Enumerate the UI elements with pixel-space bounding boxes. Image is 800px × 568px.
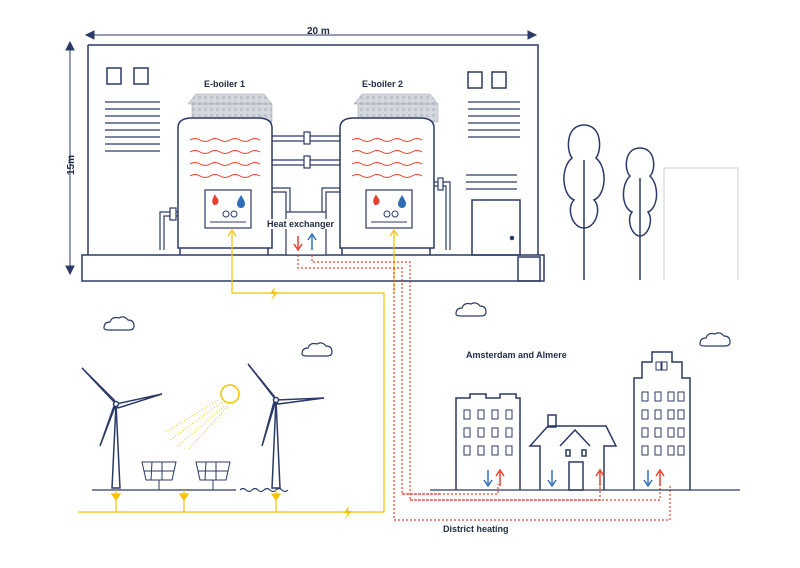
cloud-icon	[301, 342, 333, 357]
e-boiler-1	[177, 93, 273, 255]
connecting-pipes	[159, 131, 451, 250]
gauge-icon	[222, 210, 230, 218]
power-feed-arrows	[110, 490, 282, 512]
power-lines	[78, 228, 399, 513]
city-building-left	[455, 393, 521, 490]
sun-icon	[165, 384, 240, 451]
heat-exchanger-label: Heat exchanger	[266, 219, 336, 229]
tree-icon	[563, 124, 605, 280]
width-dimension-label: 20 m	[307, 26, 330, 37]
background-building	[663, 167, 739, 280]
height-dimension	[65, 40, 75, 276]
water-drop-icon	[237, 195, 245, 208]
tree-icon	[622, 147, 658, 280]
lightning-icon	[270, 287, 278, 300]
e-boiler-2	[339, 93, 439, 255]
boiler-1-label: E-boiler 1	[204, 79, 246, 89]
width-dimension	[84, 30, 538, 40]
ground-line	[92, 487, 740, 493]
gauge-icon	[230, 210, 238, 218]
solar-panel-icon	[195, 461, 231, 490]
gauge-icon	[391, 210, 399, 218]
cloud-icon	[699, 332, 731, 347]
wind-turbine-icon	[81, 367, 163, 489]
gauge-icon	[383, 210, 391, 218]
wind-turbine-icon	[247, 363, 325, 489]
water-drop-icon	[398, 195, 406, 208]
district-heating-lines	[297, 255, 671, 521]
lightning-icon	[344, 506, 352, 519]
flame-icon	[212, 194, 219, 205]
cloud-icon	[455, 302, 487, 317]
height-dimension-label: 15m	[66, 154, 77, 175]
city-building-right	[633, 351, 691, 490]
cloud-icon	[103, 316, 135, 331]
building-door	[471, 199, 521, 256]
city-label: Amsterdam and Almere	[466, 350, 567, 360]
boiler-2-label: E-boiler 2	[362, 79, 404, 89]
house-icon	[528, 414, 618, 491]
solar-panel-icon	[141, 461, 177, 490]
district-heating-label: District heating	[443, 524, 509, 534]
flame-icon	[373, 194, 380, 205]
